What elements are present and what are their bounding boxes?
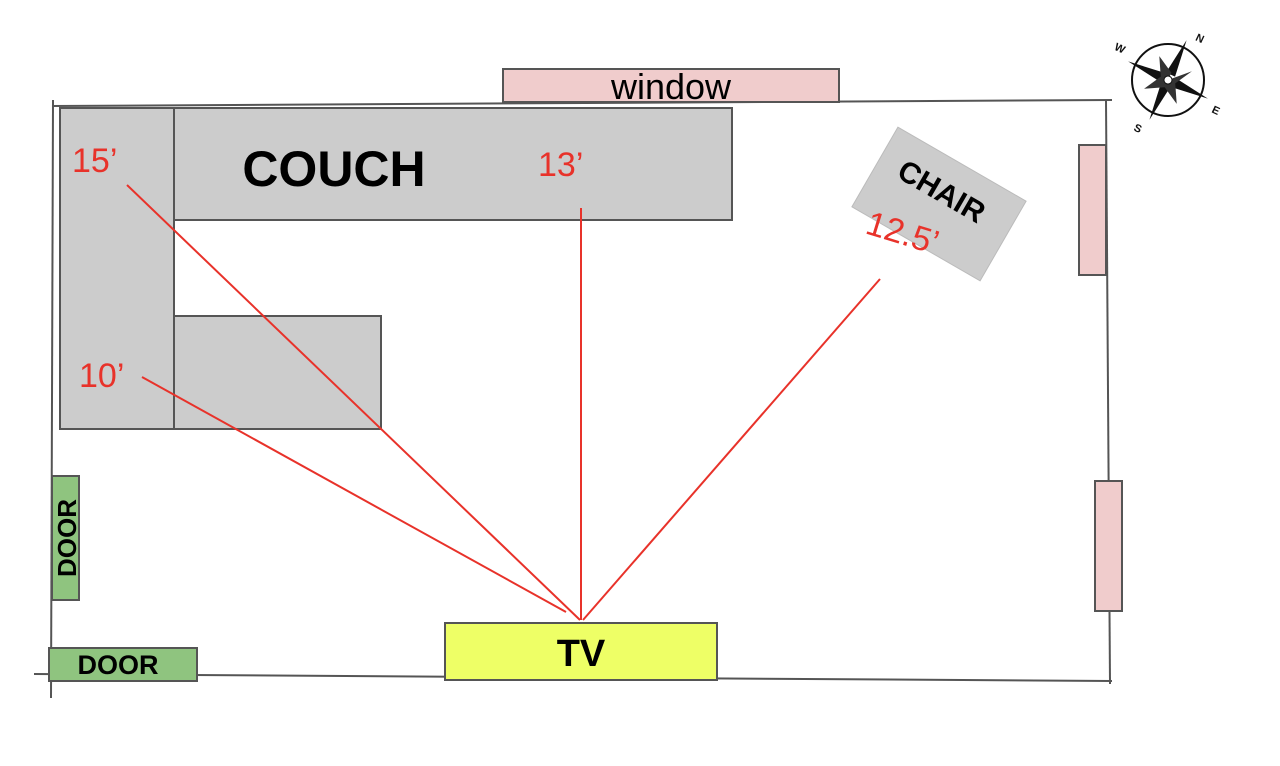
chair: CHAIR [851, 126, 1027, 282]
window-top [502, 68, 840, 103]
compass-n: N [1193, 32, 1205, 46]
door-left-label: DOOR [52, 499, 82, 577]
distance-label-13: 13’ [538, 146, 583, 184]
couch-left-section [59, 107, 175, 430]
distance-label-10: 10’ [79, 357, 124, 395]
compass-ring [1131, 43, 1205, 117]
compass-e: E [1210, 104, 1222, 118]
couch-ottoman [173, 315, 382, 430]
tv [444, 622, 718, 681]
wall-left [50, 99, 54, 699]
couch [59, 107, 733, 430]
window-right-lower [1094, 480, 1123, 612]
couch-top-section [173, 107, 733, 221]
compass-point-n [1166, 40, 1187, 77]
chair-body [851, 126, 1027, 282]
compass-s: S [1132, 122, 1144, 136]
distance-line-15 [126, 184, 581, 621]
door-bottom-label: DOOR [78, 650, 159, 680]
compass-w: W [1112, 41, 1127, 57]
distance-label-15: 15’ [72, 142, 117, 180]
distance-line-10 [141, 376, 567, 613]
door-left [51, 475, 80, 601]
door-bottom [48, 647, 198, 682]
window-label: window [610, 66, 732, 107]
distance-line-12-5 [582, 278, 881, 621]
couch-label: COUCH [242, 141, 425, 197]
compass-point-w [1128, 61, 1165, 82]
compass-rose-icon: N S E W [1112, 32, 1222, 136]
distance-lines [126, 184, 881, 621]
compass-point-s [1149, 83, 1170, 120]
compass-point-e [1171, 78, 1208, 99]
tv-label: TV [557, 633, 606, 675]
window-right-upper [1078, 144, 1107, 276]
